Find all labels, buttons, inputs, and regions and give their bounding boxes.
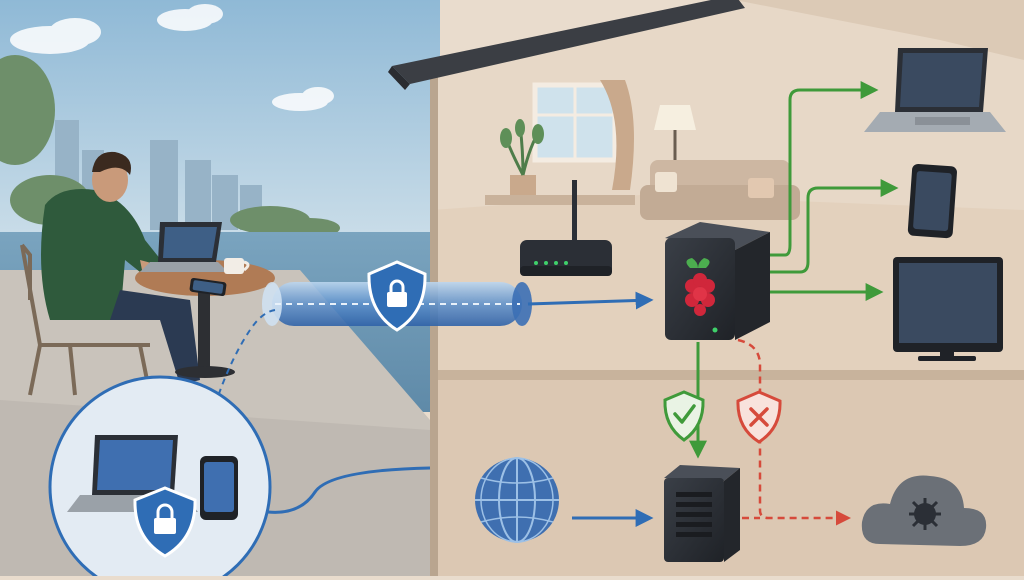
sofa: [640, 160, 800, 220]
raspberry-pi-hub: [665, 222, 770, 340]
allowed-badge: [663, 390, 705, 442]
tunnel-shield: [367, 260, 427, 332]
clouds: [10, 4, 334, 111]
tablet-device: [907, 163, 957, 239]
roof: [392, 0, 745, 84]
house: [388, 0, 1024, 576]
x-shield-icon: [736, 390, 782, 444]
blocked-badge: [736, 390, 782, 444]
jacket: [41, 189, 165, 320]
remote-laptop: [140, 222, 228, 272]
remote-to-house-line: [267, 466, 431, 514]
window: [532, 80, 634, 190]
tunnel-to-hub-line: [527, 291, 654, 310]
wifi-router: [520, 180, 612, 276]
tv-device: [893, 257, 1003, 361]
virus-cloud-icon: [861, 475, 987, 546]
coffee-cup: [224, 258, 250, 274]
plant: [500, 119, 544, 197]
shelf: [485, 195, 635, 205]
hub-to-tablet-line: [770, 179, 899, 274]
bubble-phone: [200, 456, 238, 520]
bubble-laptop: [67, 435, 198, 512]
laptop-device: [864, 48, 1006, 132]
hub-to-laptop-line: [770, 81, 879, 257]
check-shield-icon: [663, 390, 705, 442]
lock-shield-icon: [133, 486, 197, 558]
hub-to-threat-blocked-line: [737, 338, 851, 526]
remote-to-tunnel-dashed: [214, 309, 276, 406]
globe-icon: [475, 457, 559, 543]
remote-user: [20, 151, 200, 396]
bubble-shield: [133, 486, 197, 558]
hair: [92, 151, 131, 175]
table-phone: [189, 277, 227, 297]
raspberry-pi-icon: [685, 258, 715, 316]
lock-shield-icon: [367, 260, 427, 332]
dns-server: [664, 465, 740, 562]
remote-devices-bubble: [48, 375, 272, 580]
internet-globe: [475, 457, 559, 543]
threat-cloud: [861, 475, 987, 546]
